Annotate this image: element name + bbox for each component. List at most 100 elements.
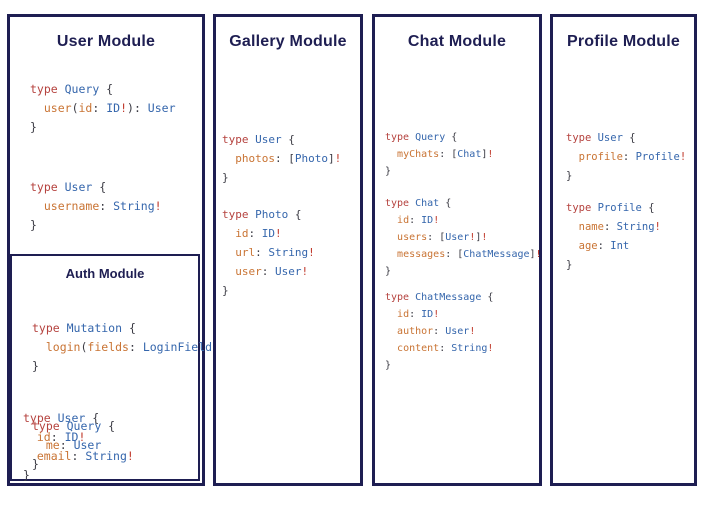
code-token: type [385, 132, 416, 143]
code-token: : [261, 265, 275, 278]
code-token: ! [469, 232, 476, 243]
code-line: } [566, 167, 686, 186]
code-token: myChats [397, 149, 440, 160]
code-token: { [288, 133, 295, 146]
code-token: Chat [457, 149, 482, 160]
code-token: type [222, 133, 256, 146]
code-token: email [36, 449, 72, 463]
code-token: url [235, 246, 256, 259]
code-token: : [ [445, 249, 464, 260]
code-token [385, 149, 397, 160]
code-token: ! [275, 227, 282, 240]
code-block: type User { username: String!} [30, 178, 162, 235]
code-token: type [23, 411, 58, 425]
code-token: User [445, 232, 470, 243]
code-token [30, 101, 44, 115]
code-token: { [451, 132, 458, 143]
code-token: ! [481, 232, 488, 243]
code-token: : [597, 240, 611, 252]
code-token: id [235, 227, 249, 240]
code-token [566, 151, 579, 163]
code-token: ] [529, 249, 536, 260]
code-token: ! [469, 326, 476, 337]
code-token: : [71, 449, 86, 463]
code-line: type Chat { [385, 195, 542, 212]
code-block: type User { id: ID! email: String!} [23, 409, 134, 485]
code-token: : [99, 199, 114, 213]
code-token: { [629, 132, 636, 144]
code-token [566, 221, 579, 233]
code-token: : [59, 438, 74, 452]
code-token: type [566, 202, 598, 214]
code-token: type [32, 419, 67, 433]
code-token [385, 215, 397, 226]
code-token: age [578, 240, 598, 252]
code-token: { [487, 292, 494, 303]
panel-chat-module: Chat Module type Query { myChats: [Chat]… [372, 14, 542, 486]
code-line: type Photo { [222, 205, 315, 224]
code-line: type Profile { [566, 199, 661, 218]
code-token: { [648, 202, 655, 214]
code-token: : [128, 340, 143, 354]
code-token: ! [78, 430, 86, 444]
code-token: String [85, 449, 127, 463]
code-token: Photo [255, 208, 295, 221]
code-block: type User { profile: Profile!} [566, 129, 686, 186]
code-token: ] [475, 232, 482, 243]
code-token: } [23, 468, 30, 482]
code-token: Query [415, 132, 452, 143]
code-line: type User { [222, 130, 341, 149]
code-token: { [445, 198, 452, 209]
code-token: User [73, 438, 102, 452]
panel-title-auth-module: Auth Module [65, 266, 145, 281]
code-token: ChatMessage [415, 292, 488, 303]
code-line: type Query { [32, 417, 115, 436]
code-line: } [385, 263, 542, 280]
code-line: type ChatMessage { [385, 289, 493, 306]
code-token: { [128, 321, 136, 335]
code-token: ! [535, 249, 542, 260]
panel-profile-module: Profile Module type User { profile: Prof… [550, 14, 697, 486]
code-block: type Mutation { login(fields: LoginField… [32, 319, 267, 376]
code-token: LoginFields [142, 340, 219, 354]
code-line: profile: Profile! [566, 148, 687, 167]
code-line: } [385, 357, 493, 374]
code-line: } [32, 357, 267, 376]
code-token: me [45, 438, 60, 452]
code-token: ID [421, 309, 434, 320]
code-line: type User { [566, 129, 686, 148]
code-line: type User { [30, 178, 162, 197]
code-token: ! [487, 149, 494, 160]
code-token: { [294, 208, 302, 221]
code-token: author [397, 326, 434, 337]
code-token: } [32, 359, 39, 373]
code-token: : [ [275, 152, 295, 165]
code-line: me: User [32, 436, 115, 455]
code-line: name: String! [566, 218, 661, 237]
code-token: ! [126, 449, 134, 463]
code-token [23, 449, 37, 463]
code-token: Photo [294, 152, 328, 165]
code-token: fields [87, 340, 129, 354]
code-token: } [222, 284, 229, 297]
code-line: email: String! [23, 447, 134, 466]
code-token: ID [421, 215, 434, 226]
code-block: type Chat { id: ID! users: [User!]! mess… [385, 195, 542, 280]
code-token: id [397, 215, 410, 226]
code-token: User [445, 326, 470, 337]
code-token: type [566, 132, 598, 144]
code-token: id [397, 309, 410, 320]
code-token: type [385, 198, 416, 209]
code-token: { [106, 82, 114, 96]
code-line: messages: [ChatMessage]! [385, 246, 542, 263]
code-block: type Query { me: User} [32, 417, 115, 474]
code-line: type Query { [385, 129, 493, 146]
code-line: id: ID! [385, 212, 542, 229]
code-token: : [50, 430, 65, 444]
code-token [30, 199, 44, 213]
code-token: { [108, 419, 116, 433]
code-token: Profile [635, 151, 680, 163]
panel-title-profile-module: Profile Module [566, 33, 681, 50]
code-token: } [30, 218, 37, 232]
code-token: } [566, 170, 573, 182]
